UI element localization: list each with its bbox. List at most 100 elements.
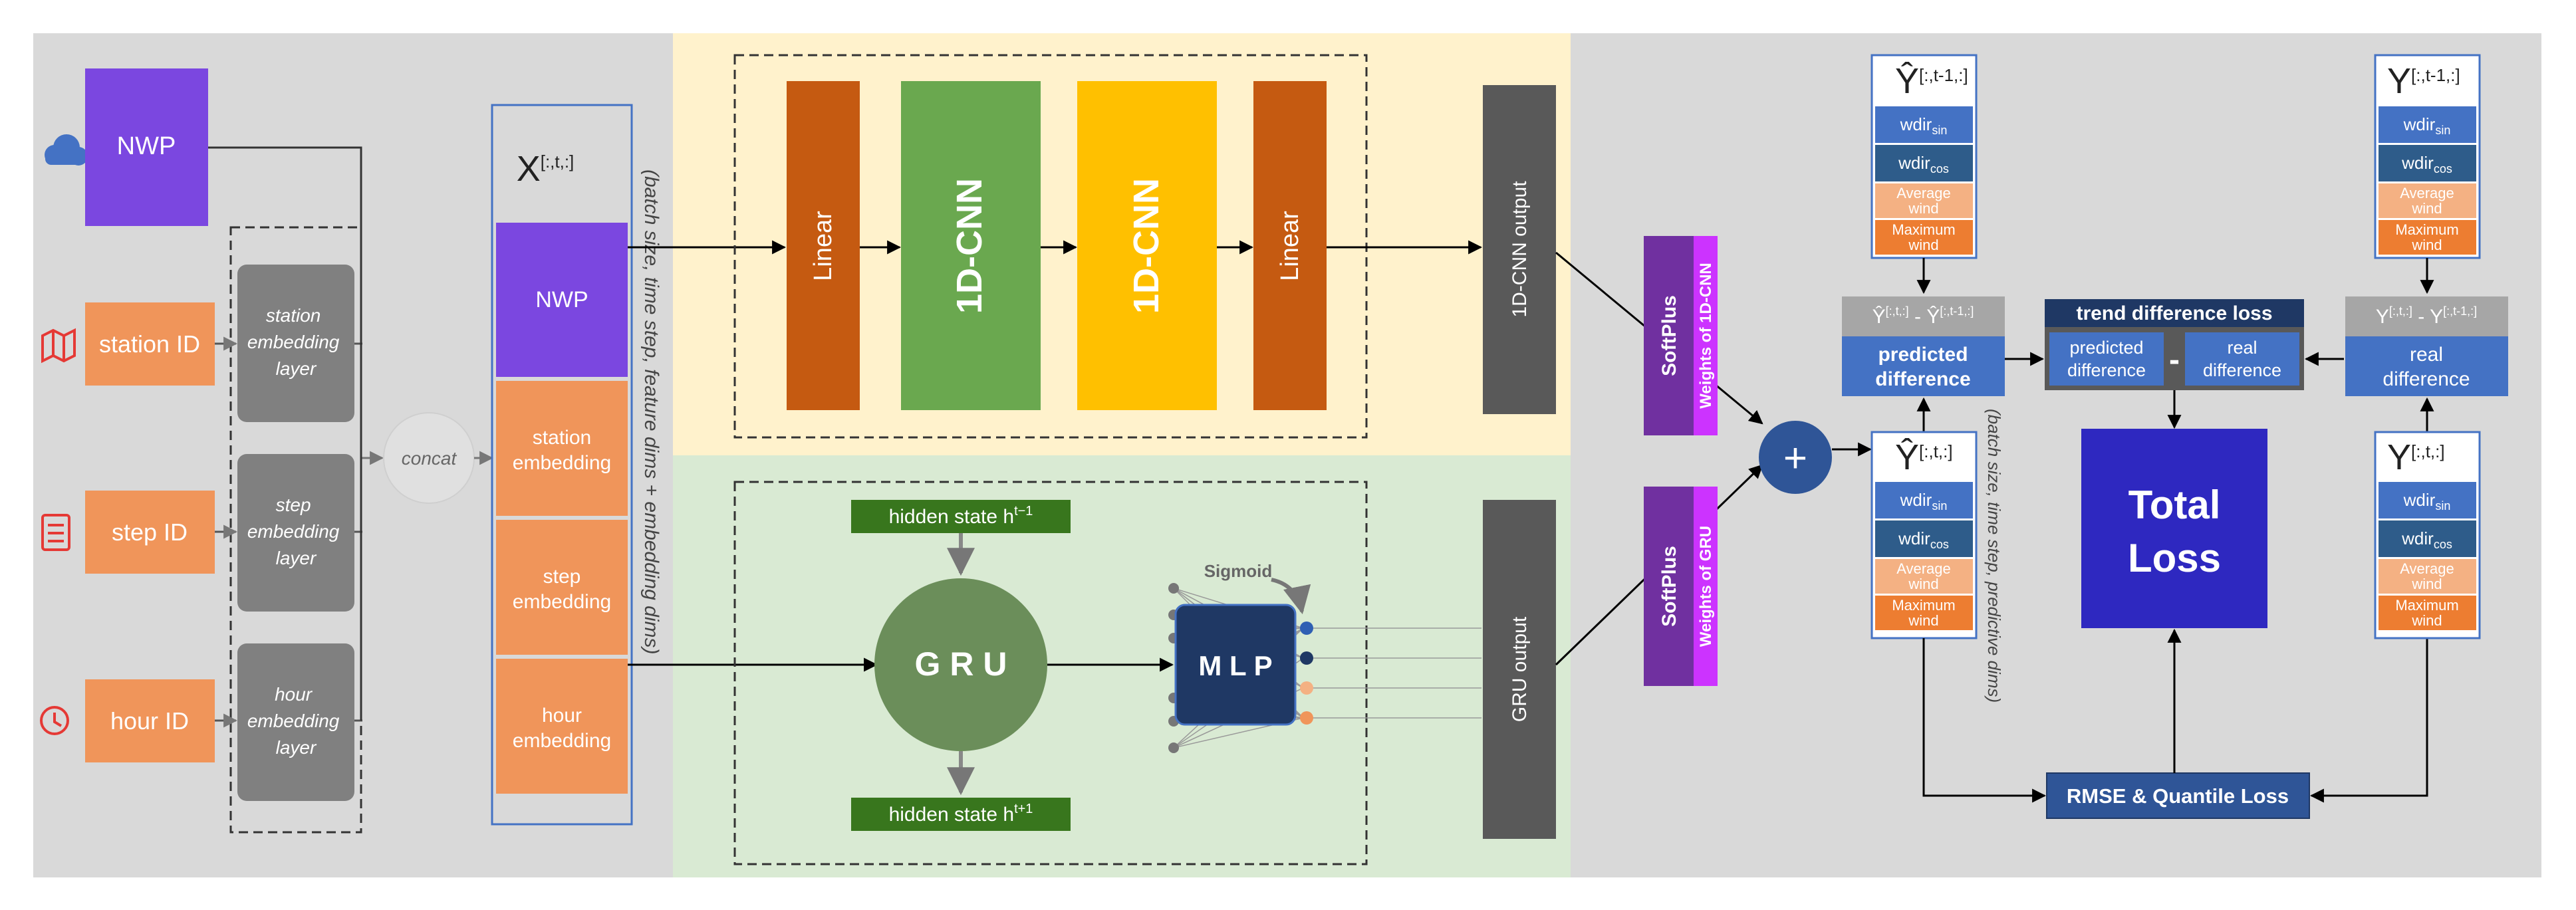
softplus-gru-label: SoftPlus xyxy=(1658,546,1680,627)
gru-output xyxy=(1483,500,1556,839)
nwp-input-label: NWP xyxy=(117,132,176,160)
sigmoid-arrow xyxy=(1271,578,1311,615)
real-prev-title: Y[:,t-1,:] xyxy=(2387,61,2460,101)
plus-label: + xyxy=(1783,435,1807,481)
map-icon xyxy=(41,328,76,364)
station-id-box xyxy=(85,302,215,386)
softplus-cnn-label: SoftPlus xyxy=(1658,295,1680,376)
pred-dims-label: (batch size, time step, predictive dims) xyxy=(1984,409,2004,703)
pred-diff-expr: Ŷ[:,t,:] - Ŷ[:,t-1,:] xyxy=(1872,304,1974,328)
station-embedding-layer xyxy=(237,265,354,422)
cnn-linear-2-label: Linear xyxy=(1276,211,1304,281)
gru-dashed-group xyxy=(733,481,1368,865)
step-id-box xyxy=(85,491,215,574)
feature-nwp-label: NWP xyxy=(535,287,588,312)
cnn-linear-1-label: Linear xyxy=(809,211,837,281)
gru-label: G R U xyxy=(915,645,1007,683)
plus-node xyxy=(1759,421,1832,494)
svg-text:wdirsin: wdirsin xyxy=(2403,114,2451,137)
gru-output-label: GRU output xyxy=(1509,616,1531,722)
clock-icon xyxy=(40,706,69,735)
hidden-state-next xyxy=(851,798,1071,831)
cloud-icon xyxy=(45,134,88,166)
hidden-state-prev-label: hidden state ht−1 xyxy=(889,504,1033,528)
total-loss-box xyxy=(2081,429,2267,628)
real-cur-to-rmse-arrow xyxy=(2309,638,2428,803)
pred-diff-expr-box xyxy=(1842,296,2005,336)
feature-stack xyxy=(491,104,633,826)
station-embedding-layer-label: station embedding layer xyxy=(247,305,344,379)
pred-cur-title: Ŷ[:,t,:] xyxy=(1895,437,1953,477)
svg-text:wdircos: wdircos xyxy=(1898,153,1949,175)
rmse-loss-label: RMSE & Quantile Loss xyxy=(2067,784,2289,808)
cnn-block-2 xyxy=(1077,81,1217,410)
nwp-input-box xyxy=(85,68,208,226)
hour-id-box xyxy=(85,679,215,762)
feature-hour-embedding xyxy=(496,659,628,794)
svg-text:wdirsin: wdirsin xyxy=(1900,114,1948,137)
pred-prev-title: Ŷ[:,t-1,:] xyxy=(1895,61,1968,101)
softplus-gru xyxy=(1644,487,1694,686)
sigmoid-label: Sigmoid xyxy=(1204,561,1273,581)
svg-text:wdirsin: wdirsin xyxy=(2403,490,2451,512)
hour-embedding-layer xyxy=(237,643,354,801)
weights-cnn-label: Weights of 1D-CNN xyxy=(1697,263,1715,409)
step-id-label: step ID xyxy=(112,518,188,546)
weights-cnn xyxy=(1694,236,1718,435)
mlp-node xyxy=(1174,604,1297,726)
weights-gru xyxy=(1694,487,1718,686)
real-cur-title: Y[:,t,:] xyxy=(2387,437,2445,477)
real-diff-expr: Y[:,t,:] - Y[:,t-1,:] xyxy=(2376,304,2477,328)
svg-text:wdircos: wdircos xyxy=(2401,153,2452,175)
feature-station-embedding xyxy=(496,381,628,516)
rmse-loss-box xyxy=(2046,772,2310,819)
hour-id-label: hour ID xyxy=(110,707,189,735)
hidden-state-next-label: hidden state ht+1 xyxy=(889,802,1033,826)
weights-gru-label: Weights of GRU xyxy=(1697,526,1715,647)
step-embedding-layer-label: step embedding layer xyxy=(247,495,344,568)
cnn-output-label: 1D-CNN output xyxy=(1509,181,1531,318)
cnn-block-2-label: 1D-CNN xyxy=(1126,178,1166,314)
gru-panel xyxy=(673,455,1571,877)
nwp-bypass-line xyxy=(208,146,362,721)
cnn-block-1-label: 1D-CNN xyxy=(950,178,989,314)
mlp-output-nodes xyxy=(1300,622,1313,725)
trend-minus: - xyxy=(2169,342,2180,378)
trend-loss-title-box xyxy=(2045,299,2304,327)
station-id-label: station ID xyxy=(99,330,200,358)
mlp-label: M L P xyxy=(1198,650,1272,681)
hour-embedding-layer-label: hour embedding layer xyxy=(247,684,344,758)
cnn-output xyxy=(1483,85,1556,414)
trend-loss-title: trend difference loss xyxy=(2076,302,2272,324)
feature-step-embedding xyxy=(496,520,628,655)
svg-text:wdircos: wdircos xyxy=(2401,528,2452,551)
feature-stack-title: X[:,t,:] xyxy=(517,149,575,189)
cnn-linear-2 xyxy=(1253,81,1327,410)
trend-pred-diff xyxy=(2049,332,2164,386)
concat-label: concat xyxy=(402,448,457,469)
cnn-block-1 xyxy=(901,81,1041,410)
feature-dims-label: (batch size, time step, feature dims + e… xyxy=(640,170,662,655)
real-diff-box xyxy=(2345,336,2508,396)
gru-node xyxy=(874,578,1047,751)
svg-text:wdirsin: wdirsin xyxy=(1900,490,1948,512)
feature-nwp xyxy=(496,223,628,377)
